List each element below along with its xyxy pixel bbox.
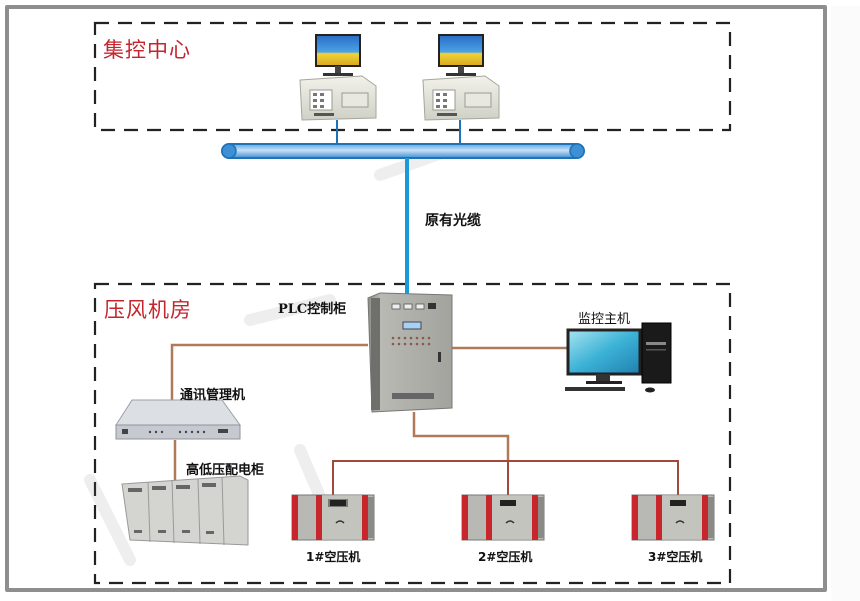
pc-drop-lines [336,120,461,145]
compressor-3-label: 3#空压机 [648,550,703,564]
zone-control-center-border [93,21,732,132]
power-cabinet[interactable] [121,475,249,546]
central-pc-1[interactable] [299,34,377,121]
compressor-1-label: 1#空压机 [306,550,361,564]
network-bus [221,143,585,159]
zone-compressor-room-border [93,282,732,585]
compressor-1[interactable] [291,494,375,541]
plc-cabinet[interactable] [367,292,453,413]
central-pc-2[interactable] [422,34,500,121]
power-cabinet-label: 高低压配电柜 [186,463,265,478]
comm-manager[interactable] [115,399,241,440]
comm-manager-label: 通讯管理机 [180,388,246,403]
fiber-cable-label: 原有光缆 [425,213,481,229]
zone-title-compressor-room: 压风机房 [104,298,192,322]
compressor-2[interactable] [461,494,545,541]
compressor-cables [332,460,679,496]
compressor-2-label: 2#空压机 [478,550,533,564]
frame-shadow [831,6,860,601]
zone-title-control-center: 集控中心 [103,38,191,62]
monitoring-host[interactable] [565,322,672,393]
plc-cabinet-label: PLC控制柜 [278,302,347,317]
compressor-3[interactable] [631,494,715,541]
monitor-host-label: 监控主机 [578,312,631,327]
copper-cables [170,343,570,485]
